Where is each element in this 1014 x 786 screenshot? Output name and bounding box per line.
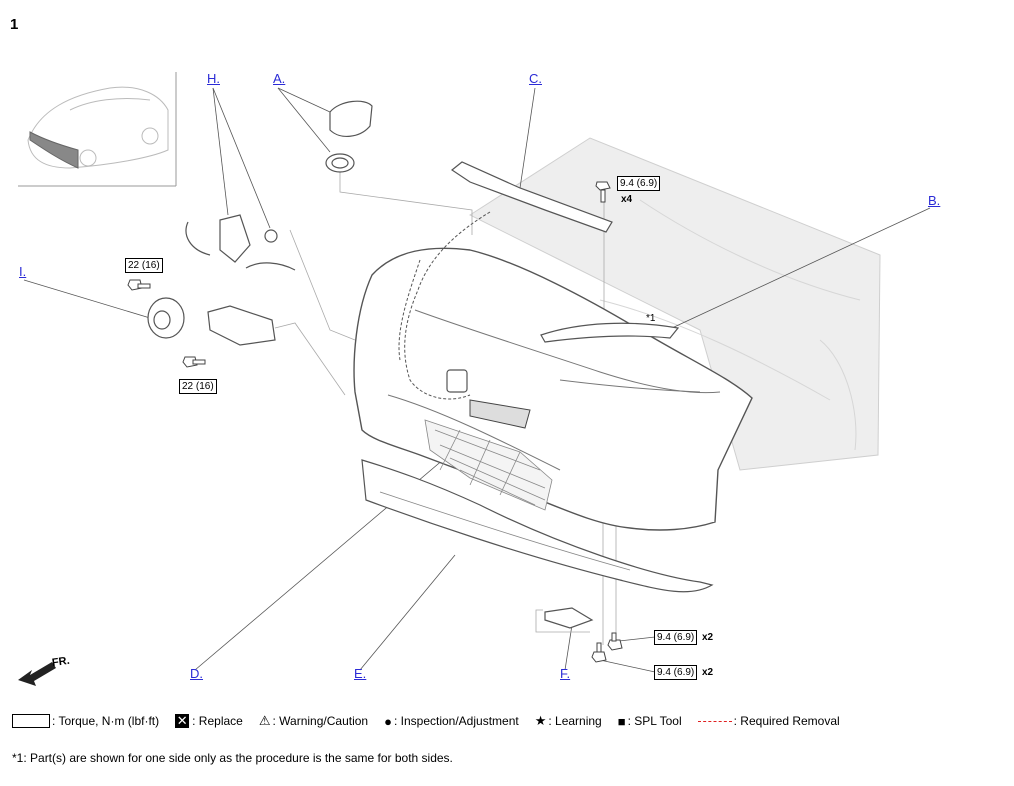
spl-tool-icon: ■ bbox=[617, 713, 626, 729]
vehicle-body-background bbox=[468, 137, 881, 471]
bolt-icon bbox=[591, 642, 607, 663]
vehicle-location-inset bbox=[18, 72, 177, 187]
legend-learning: ★ : Learning bbox=[534, 713, 602, 728]
callout-h[interactable]: H. bbox=[207, 71, 220, 86]
replace-icon: ✕ bbox=[175, 713, 190, 728]
callout-e[interactable]: E. bbox=[354, 666, 367, 681]
front-label: FR. bbox=[51, 654, 71, 670]
legend: : Torque, N·m (lbf·ft) ✕ : Replace ⚠ : W… bbox=[12, 713, 856, 729]
bolt-icons bbox=[127, 181, 623, 663]
bolt-icon bbox=[182, 356, 206, 368]
horn-assembly bbox=[147, 297, 276, 346]
washer-pump bbox=[185, 214, 296, 271]
type-r-emblem bbox=[446, 369, 531, 429]
bumper-side-bracket bbox=[540, 322, 680, 343]
quantity-label: x2 bbox=[702, 632, 714, 643]
footnote: *1: Part(s) are shown for one side only … bbox=[12, 751, 453, 765]
callout-i[interactable]: I. bbox=[19, 264, 27, 279]
callout-a[interactable]: A. bbox=[273, 71, 286, 86]
torque-label: 22 (16) bbox=[125, 258, 163, 273]
grille-mesh bbox=[424, 419, 553, 511]
wire-harness-outline bbox=[398, 211, 491, 400]
warning-icon: ⚠ bbox=[258, 713, 271, 728]
bolt-icon bbox=[127, 279, 151, 291]
callout-b[interactable]: B. bbox=[928, 193, 941, 208]
torque-label: 9.4 (6.9) bbox=[654, 630, 698, 645]
legend-spl-tool: ■ : SPL Tool bbox=[617, 713, 682, 729]
torque-box-icon bbox=[12, 714, 50, 728]
front-bumper-exploded-diagram bbox=[18, 72, 931, 686]
inspection-icon: ● bbox=[384, 713, 392, 729]
torque-label: 22 (16) bbox=[179, 379, 217, 394]
lower-bracket bbox=[544, 607, 594, 629]
page-number: 1 bbox=[10, 16, 19, 33]
legend-torque: : Torque, N·m (lbf·ft) bbox=[12, 714, 159, 728]
torque-label: 9.4 (6.9) bbox=[617, 176, 661, 191]
lower-spoiler bbox=[361, 459, 714, 593]
callout-f[interactable]: F. bbox=[560, 666, 571, 681]
upper-bumper-beam bbox=[450, 161, 613, 233]
leader-lines bbox=[23, 87, 931, 673]
legend-inspection: ● : Inspection/Adjustment bbox=[384, 713, 519, 729]
washer-tank-cap bbox=[325, 100, 373, 173]
callout-d[interactable]: D. bbox=[190, 666, 203, 681]
callout-c[interactable]: C. bbox=[529, 71, 542, 86]
front-arrow-icon bbox=[18, 662, 56, 686]
legend-required-removal: : Required Removal bbox=[697, 714, 840, 728]
learning-icon: ★ bbox=[534, 713, 547, 728]
required-removal-icon bbox=[697, 720, 732, 722]
quantity-label: x4 bbox=[621, 194, 633, 205]
legend-replace: ✕ : Replace bbox=[175, 713, 243, 728]
quantity-label: x2 bbox=[702, 667, 714, 678]
bolt-icon bbox=[607, 632, 623, 651]
note-marker: *1 bbox=[646, 313, 656, 324]
bolt-icon bbox=[595, 181, 611, 203]
legend-warning: ⚠ : Warning/Caution bbox=[258, 713, 369, 728]
torque-label: 9.4 (6.9) bbox=[654, 665, 698, 680]
